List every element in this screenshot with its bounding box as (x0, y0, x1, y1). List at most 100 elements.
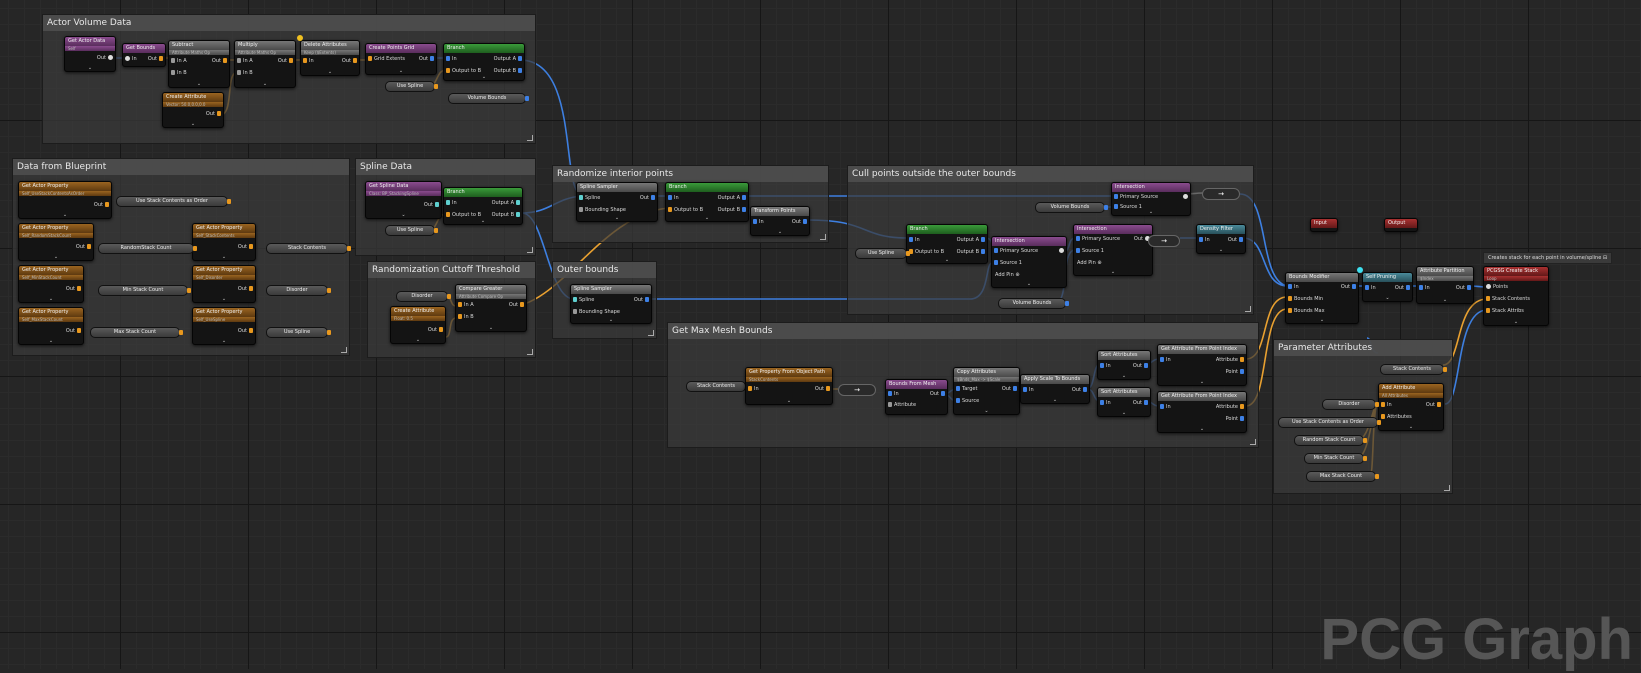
pin-in-a[interactable]: In A (235, 58, 253, 64)
pin-in[interactable]: In (444, 200, 457, 206)
expand-chevron-icon[interactable]: ⌄ (488, 325, 494, 331)
pin-bounding-shape[interactable]: Bounding Shape (577, 207, 626, 213)
pin-out[interactable]: Out (76, 244, 93, 250)
pin-out[interactable]: Out (792, 219, 809, 225)
pin-out[interactable] (1057, 248, 1066, 254)
pin-in[interactable]: In (1197, 237, 1210, 243)
pin-in-a[interactable]: In A (169, 58, 187, 64)
expand-chevron-icon[interactable]: ⌄ (777, 229, 783, 235)
node-add-attribute[interactable]: Add Attribute All Attributes In Attribut… (1378, 383, 1444, 431)
reroute-max-stack-count[interactable]: Max Stack Count (90, 327, 183, 338)
pin-spline[interactable]: Spline (577, 195, 600, 201)
expand-chevron-icon[interactable]: ⌄ (48, 338, 54, 344)
pin-output-b[interactable]: Output B (718, 207, 748, 213)
node-delete-attributes[interactable]: Delete Attributes Keep ($Extents) In Out… (300, 40, 360, 76)
node-intersection-3[interactable]: Intersection Primary Source Source 1 ⌄ (1111, 182, 1191, 216)
pin-out[interactable]: Out (1134, 236, 1152, 242)
node-arrow-pass-1[interactable]: → (1202, 188, 1240, 200)
pin-in[interactable]: In (907, 237, 920, 243)
pin-point[interactable]: Point (1226, 369, 1246, 375)
expand-chevron-icon[interactable]: ⌄ (87, 65, 93, 71)
expand-chevron-icon[interactable]: ⌄ (1218, 247, 1224, 253)
expand-chevron-icon[interactable]: ⌄ (614, 215, 620, 221)
node-spline-sampler-1[interactable]: Spline Sampler Spline Bounding Shape Out… (576, 182, 658, 222)
node-get-actor-property-2[interactable]: Get Actor Property Self_RandomStackCount… (18, 223, 94, 261)
pin-output-b[interactable]: Output B (492, 212, 522, 218)
pin-primary-source[interactable]: Primary Source (992, 248, 1038, 254)
pin-out[interactable]: Out (1456, 285, 1473, 291)
expand-chevron-icon[interactable]: ⌄ (221, 296, 227, 302)
pin-output-to-b[interactable]: Output to B (444, 212, 481, 218)
pin-spline[interactable]: Spline (571, 297, 594, 303)
pin-in[interactable]: In (666, 195, 679, 201)
pin-stack-contents[interactable]: Stack Contents (1484, 296, 1530, 302)
node-spline-sampler-2[interactable]: Spline Sampler Spline Bounding Shape Out… (570, 284, 652, 324)
pin-attributes[interactable]: Attributes (1379, 414, 1412, 420)
expand-chevron-icon[interactable]: ⌄ (480, 218, 486, 224)
pin-out[interactable]: Out (278, 58, 295, 64)
add-pin-button[interactable]: Add Pin ⊕ (1077, 260, 1102, 266)
expand-chevron-icon[interactable]: ⌄ (190, 121, 196, 127)
node-get-actor-property-3[interactable]: Get Actor Property Self_MinStackCount Ou… (18, 265, 84, 303)
pin-in[interactable]: In (1379, 402, 1392, 408)
pin-out[interactable]: Out (212, 58, 229, 64)
expand-chevron-icon[interactable]: ⌄ (1121, 373, 1127, 379)
expand-chevron-icon[interactable]: ⌄ (1121, 410, 1127, 416)
add-pin-button[interactable]: Add Pin ⊕ (995, 272, 1020, 278)
pin-output-b[interactable]: Output B (957, 249, 987, 255)
expand-chevron-icon[interactable]: ⌄ (481, 74, 487, 80)
expand-chevron-icon[interactable]: ⌄ (1199, 426, 1205, 432)
node-intersection-2[interactable]: Intersection Primary Source Source 1 Add… (1073, 224, 1153, 276)
expand-chevron-icon[interactable]: ⌄ (415, 337, 421, 343)
pin-out[interactable]: Out (428, 327, 445, 333)
reroute-use-spline[interactable]: Use Spline (266, 327, 331, 338)
pin-out[interactable]: Out (1002, 386, 1019, 392)
node-apply-scale-to-bounds[interactable]: Apply Scale To Bounds In Out ⌄ (1020, 374, 1090, 404)
expand-chevron-icon[interactable]: ⌄ (48, 296, 54, 302)
node-branch-1[interactable]: Branch In Output to B Output A Output B … (443, 43, 525, 81)
expand-chevron-icon[interactable]: ⌄ (1052, 397, 1058, 403)
node-arrow-pass-2[interactable]: → (1148, 235, 1180, 247)
pin-out[interactable]: Out (206, 111, 223, 117)
expand-chevron-icon[interactable]: ⌄ (704, 215, 710, 221)
reroute-max-stack-count-param[interactable]: Max Stack Count (1306, 471, 1379, 482)
pin-in[interactable]: In (1363, 285, 1376, 291)
reroute-volume-bounds-3[interactable]: Volume Bounds (998, 298, 1069, 309)
pin-source-1[interactable]: Source 1 (1074, 248, 1104, 254)
node-output[interactable]: Output (1384, 218, 1418, 232)
node-sort-attributes-2[interactable]: Sort Attributes In Out ⌄ (1097, 387, 1151, 417)
pin-out[interactable]: Out (238, 286, 255, 292)
node-create-attribute-1[interactable]: Create Attribute Vector: 50.0,0.0,0.0 Ou… (162, 92, 224, 128)
expand-chevron-icon[interactable]: ⌄ (221, 254, 227, 260)
reroute-use-spline-1[interactable]: Use Spline (385, 81, 438, 92)
expand-chevron-icon[interactable]: ⌄ (53, 254, 59, 260)
node-sort-attributes-1[interactable]: Sort Attributes In Out ⌄ (1097, 350, 1151, 380)
pin-grid-extents[interactable]: Grid Extents (366, 56, 405, 62)
pin-attribute[interactable]: Attribute (1216, 404, 1246, 410)
expand-chevron-icon[interactable]: ⌄ (786, 398, 792, 404)
pin-in-b[interactable]: In B (169, 70, 187, 76)
pin-out[interactable]: Out (238, 244, 255, 250)
node-get-attribute-from-point-index-1[interactable]: Get Attribute From Point Index In Attrib… (1157, 344, 1247, 386)
pin-primary-source[interactable]: Primary Source (1112, 194, 1158, 200)
node-create-points-grid[interactable]: Create Points Grid Grid Extents Out ⌄ (365, 43, 437, 75)
reroute-disorder[interactable]: Disorder (266, 285, 331, 296)
pin-source-1[interactable]: Source 1 (992, 260, 1022, 266)
pin-out[interactable]: Out (1341, 284, 1358, 290)
pin-primary-source[interactable]: Primary Source (1074, 236, 1120, 242)
pin-output-b[interactable]: Output B (494, 68, 524, 74)
pin-in[interactable]: In (123, 56, 137, 62)
reroute-disorder-param[interactable]: Disorder (1322, 399, 1379, 410)
node-branch-4[interactable]: Branch In Output to B Output A Output B … (906, 224, 988, 264)
expand-chevron-icon[interactable]: ⌄ (1110, 269, 1116, 275)
pin-point[interactable]: Point (1226, 416, 1246, 422)
reroute-min-stack-count[interactable]: Min Stack Count (98, 285, 191, 296)
node-get-property-from-object-path[interactable]: Get Property From Object Path StackConte… (745, 367, 833, 405)
pin-out[interactable]: Out (1133, 400, 1150, 406)
pin-in[interactable]: In (1286, 284, 1299, 290)
node-attribute-partition[interactable]: Attribute Partition $Index In Out ⌄ (1416, 266, 1474, 304)
node-create-attribute-2[interactable]: Create Attribute Float: 0.5 Out ⌄ (390, 306, 446, 344)
pin-bounds-min[interactable]: Bounds Min (1286, 296, 1323, 302)
pin-out[interactable]: Out (930, 391, 947, 397)
node-get-attribute-from-point-index-2[interactable]: Get Attribute From Point Index In Attrib… (1157, 391, 1247, 433)
